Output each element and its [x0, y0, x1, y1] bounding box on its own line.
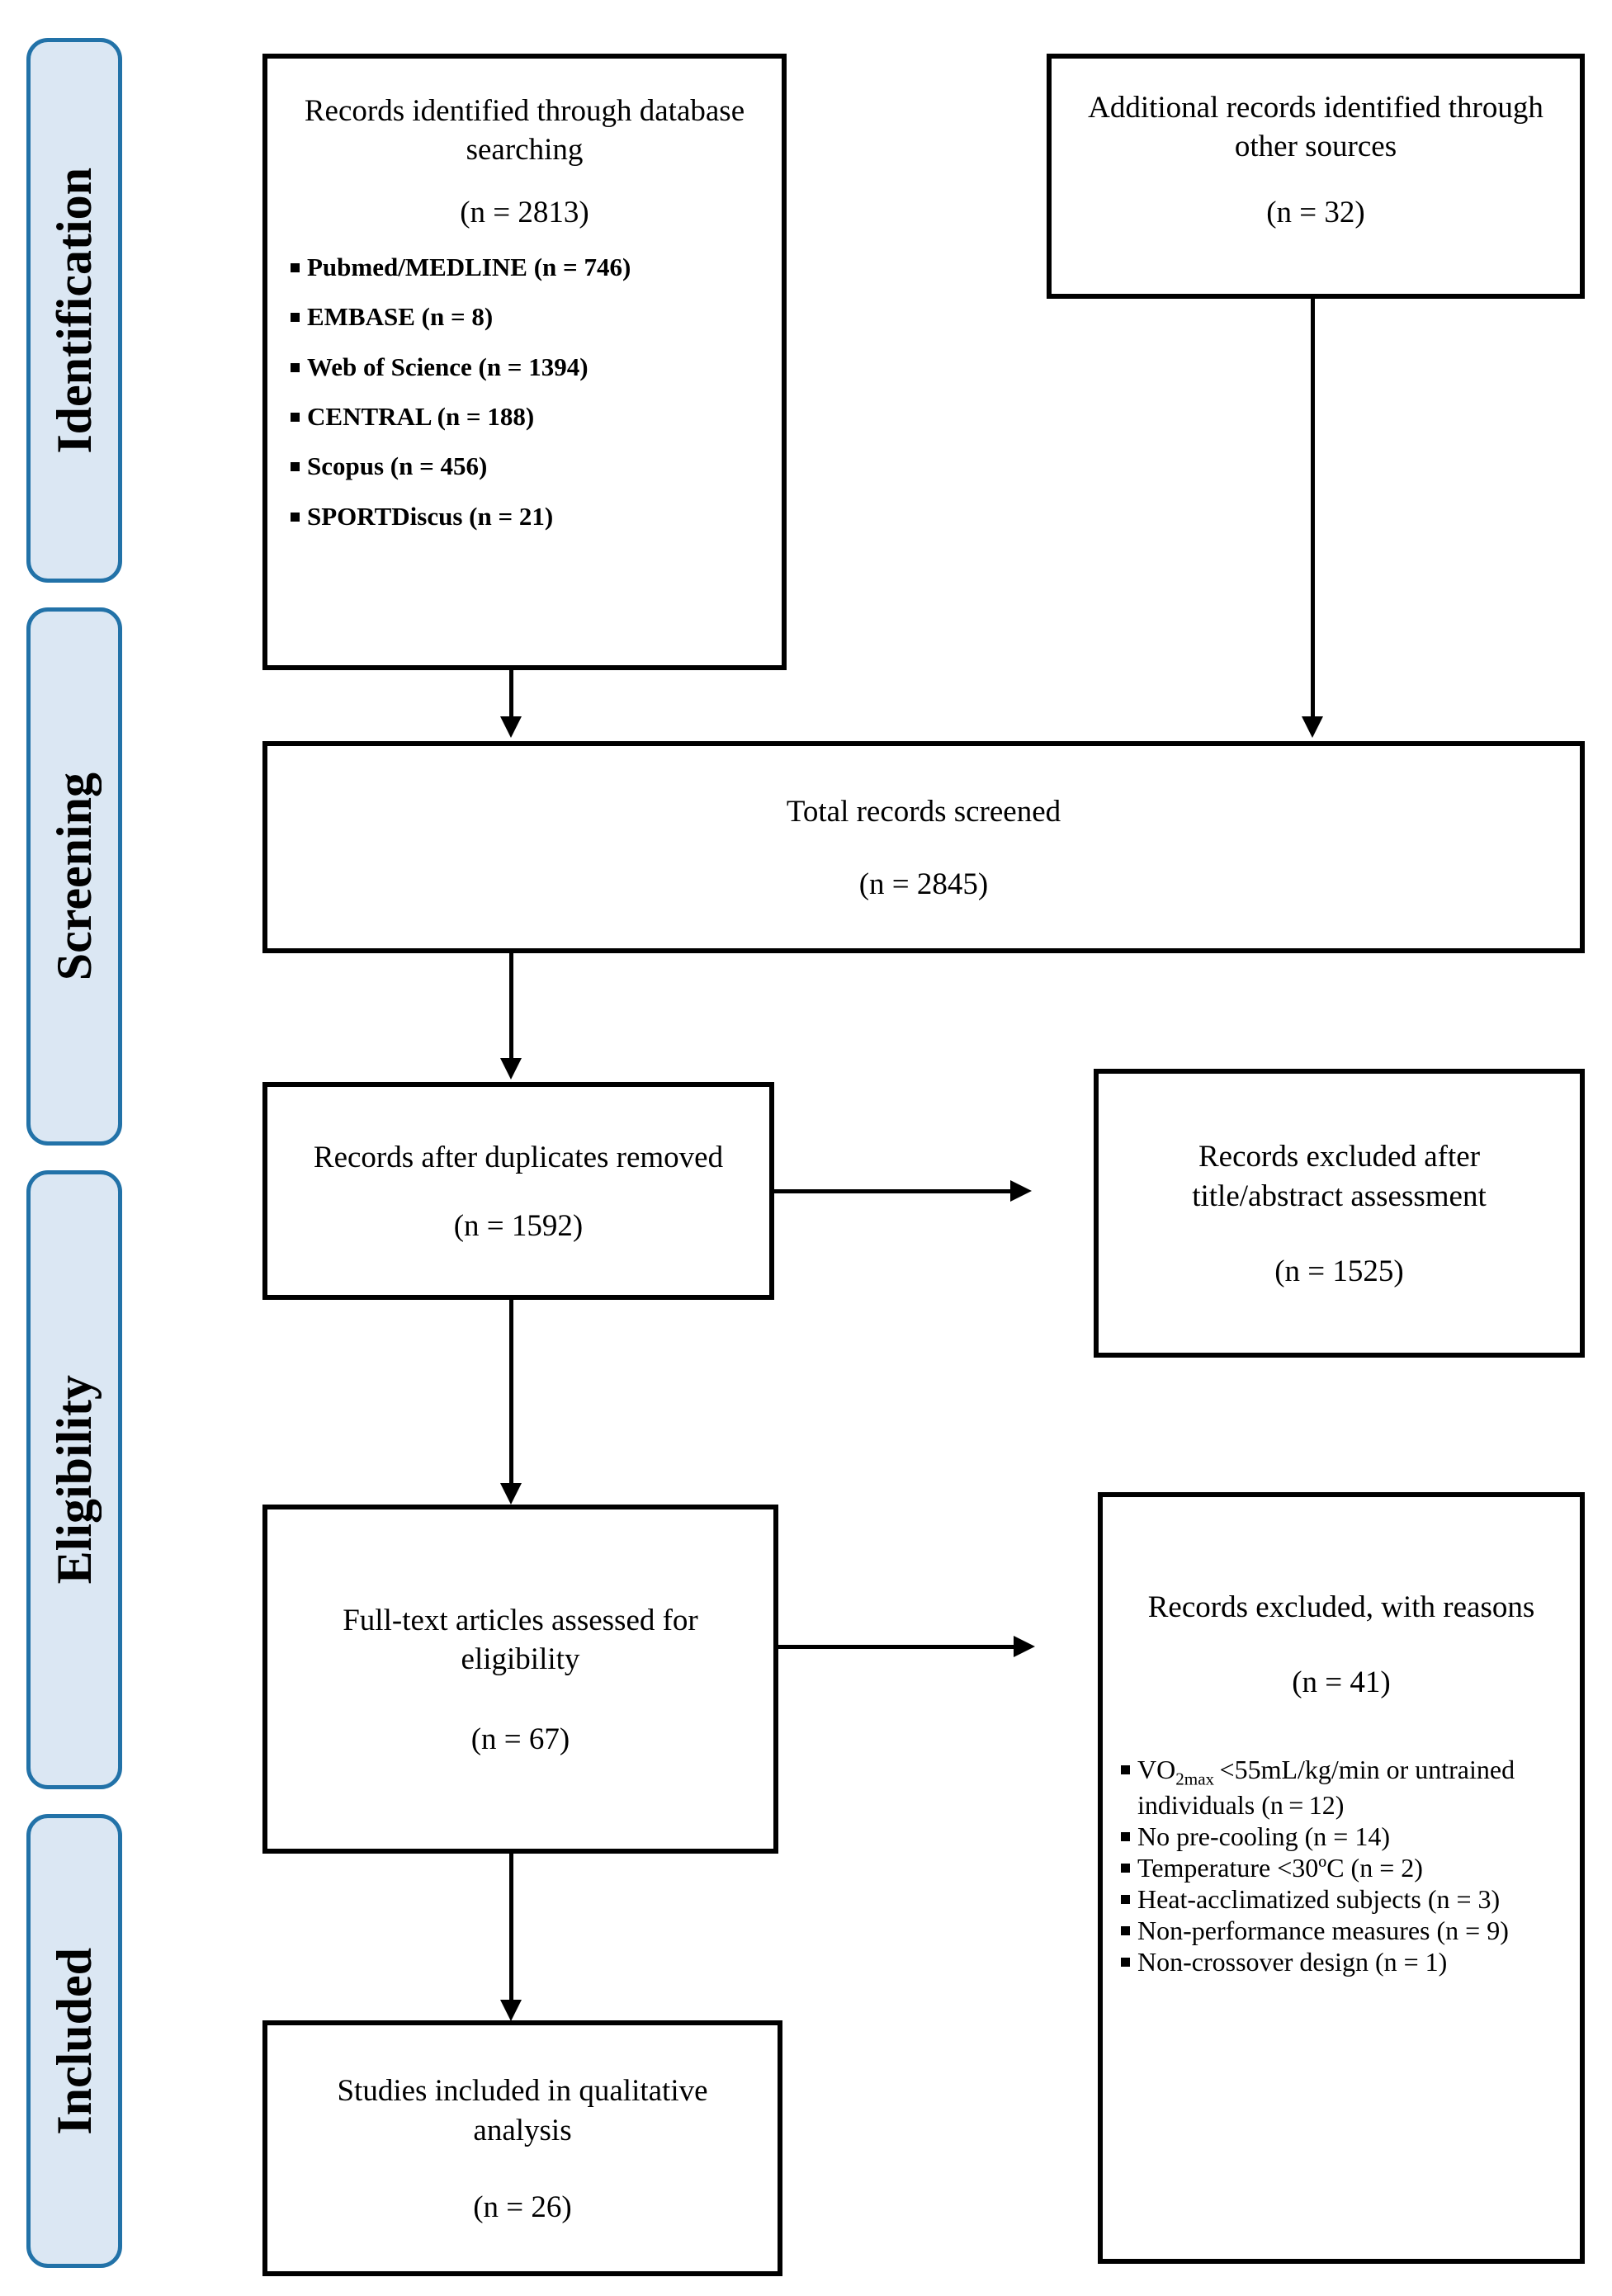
connector-screened-to-duplicates — [509, 953, 513, 1061]
box-count-other-sources: (n = 32) — [1266, 195, 1365, 229]
stage-label-eligibility: Eligibility — [47, 1375, 102, 1585]
connector-fulltext-to-excluded-reasons — [778, 1645, 1015, 1649]
connector-database-to-screened — [509, 670, 513, 720]
stage-screening: Screening — [26, 607, 122, 1146]
arrowhead-screened-to-duplicates — [500, 1058, 522, 1079]
stage-identification: Identification — [26, 38, 122, 583]
box-title-database-search: Records identified through database sear… — [304, 94, 745, 168]
list-item-reason: Heat-acclimatized subjects (n = 3) — [1121, 1884, 1562, 1914]
box-count-total-screened: (n = 2845) — [858, 867, 989, 901]
box-title-after-duplicates: Records after duplicates removed — [313, 1140, 724, 1174]
arrowhead-fulltext-to-included — [500, 2000, 522, 2021]
box-records-excluded-with-reasons: Records excluded, with reasons (n = 41) … — [1098, 1492, 1585, 2264]
box-fulltext-assessed: Full-text articles assessed for eligibil… — [262, 1505, 778, 1854]
arrowhead-database-to-screened — [500, 716, 522, 738]
arrowhead-duplicates-to-excluded-ta — [1010, 1180, 1032, 1202]
stage-label-included: Included — [47, 1947, 102, 2135]
stage-eligibility: Eligibility — [26, 1170, 122, 1789]
stage-label-screening: Screening — [47, 772, 102, 981]
box-count-after-duplicates: (n = 1592) — [453, 1209, 584, 1244]
list-item-reason: Non-crossover design (n = 1) — [1121, 1947, 1562, 1977]
list-item-reason: No pre-cooling (n = 14) — [1121, 1821, 1562, 1851]
box-records-after-duplicates: Records after duplicates removed (n = 15… — [262, 1082, 774, 1300]
reason-text-vo2max: VO2max <55mL/kg/min or untrained individ… — [1137, 1755, 1515, 1820]
box-title-total-screened: Total records screened — [786, 795, 1061, 829]
list-item-reason: VO2max <55mL/kg/min or untrained individ… — [1121, 1755, 1562, 1820]
box-title-fulltext-assessed: Full-text articles assessed for eligibil… — [343, 1603, 698, 1676]
box-count-included-qualitative: (n = 26) — [473, 2190, 572, 2224]
box-records-identified-database: Records identified through database sear… — [262, 54, 787, 670]
stage-included: Included — [26, 1814, 122, 2268]
box-count-database-search: (n = 2813) — [460, 195, 589, 229]
exclusion-reason-list: VO2max <55mL/kg/min or untrained individ… — [1121, 1755, 1562, 1978]
list-item-reason: Non-performance measures (n = 9) — [1121, 1916, 1562, 1945]
box-count-fulltext-assessed: (n = 67) — [470, 1722, 570, 1757]
stage-label-identification: Identification — [47, 167, 102, 454]
box-title-excluded-with-reasons: Records excluded, with reasons — [1147, 1590, 1535, 1624]
connector-fulltext-to-included — [509, 1854, 513, 2002]
list-item-source: EMBASE (n = 8) — [289, 301, 760, 333]
list-item-reason: Temperature <30ºC (n = 2) — [1121, 1853, 1562, 1883]
database-source-list: Pubmed/MEDLINE (n = 746) EMBASE (n = 8) … — [289, 252, 760, 551]
arrowhead-duplicates-to-fulltext — [500, 1483, 522, 1505]
box-title-other-sources: Additional records identified through ot… — [1088, 91, 1543, 164]
box-count-excluded-title-abstract: (n = 1525) — [1274, 1254, 1404, 1288]
arrowhead-other-sources-to-screened — [1302, 716, 1323, 738]
list-item-source: Web of Science (n = 1394) — [289, 352, 760, 383]
box-additional-records-other-sources: Additional records identified through ot… — [1047, 54, 1585, 299]
list-item-source: Scopus (n = 456) — [289, 451, 760, 482]
box-title-excluded-title-abstract: Records excluded after title/abstract as… — [1192, 1140, 1487, 1213]
box-count-excluded-with-reasons: (n = 41) — [1292, 1665, 1391, 1700]
list-item-source: CENTRAL (n = 188) — [289, 401, 760, 432]
connector-duplicates-to-fulltext — [509, 1300, 513, 1486]
box-title-included-qualitative: Studies included in qualitative analysis — [337, 2074, 708, 2147]
box-studies-included-qualitative: Studies included in qualitative analysis… — [262, 2020, 782, 2276]
list-item-source: SPORTDiscus (n = 21) — [289, 501, 760, 532]
connector-other-sources-to-screened — [1311, 299, 1315, 720]
box-records-excluded-title-abstract: Records excluded after title/abstract as… — [1094, 1069, 1585, 1358]
box-total-records-screened: Total records screened (n = 2845) — [262, 741, 1585, 953]
list-item-source: Pubmed/MEDLINE (n = 746) — [289, 252, 760, 283]
arrowhead-fulltext-to-excluded-reasons — [1014, 1636, 1035, 1657]
connector-duplicates-to-excluded-ta — [774, 1189, 1012, 1193]
